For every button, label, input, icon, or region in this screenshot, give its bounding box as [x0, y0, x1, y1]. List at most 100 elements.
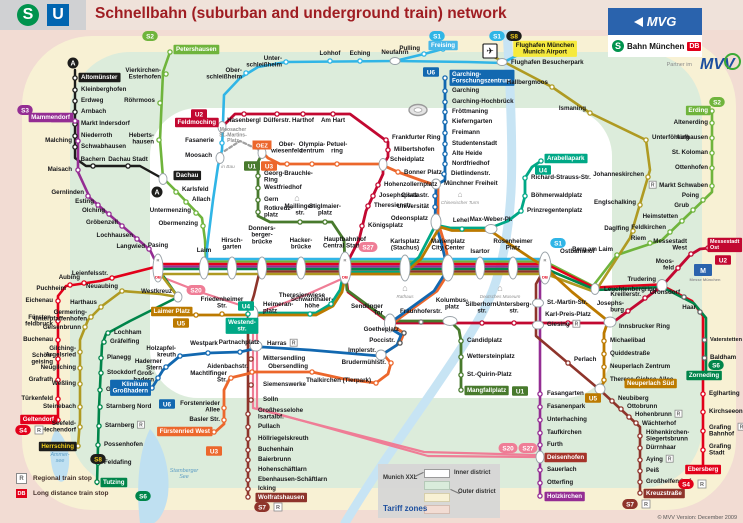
station-josephsplatz — [370, 193, 376, 199]
station-label-westfriedhof: Westfriedhof — [264, 184, 303, 191]
station-harras — [249, 340, 263, 352]
station-label-bruderm-hlstr: Brudermühlstr. — [342, 359, 387, 366]
station-fraunhoferstr — [418, 319, 424, 325]
station-label-garching: Garching — [452, 87, 479, 94]
station-label-mittersendling: Mittersendling — [263, 355, 306, 362]
station-moosach — [215, 152, 225, 164]
station-frankfurter-ring — [383, 137, 389, 143]
station-label-eching: Eching — [350, 50, 371, 57]
station-label-ostbahnhof: Ostbahnhof — [560, 248, 596, 255]
station-milbertshofen — [385, 147, 391, 153]
station-label-eichenau: Eichenau — [25, 297, 53, 304]
station-label-d-lferstr: Dülferstr. — [263, 117, 290, 124]
station-label-fraunhoferstr: Fraunhoferstr. — [400, 308, 442, 315]
station-max-weber-pl — [484, 224, 498, 234]
station-goetheplatz — [401, 330, 407, 336]
station-altom-nster — [72, 75, 78, 81]
station-label-fasanenpark: Fasanenpark — [547, 403, 586, 410]
badge-label: U6 — [427, 69, 436, 76]
station-label-maisach: Maisach — [48, 166, 73, 173]
station-am-hart — [330, 111, 336, 117]
terminus-box-garching-forschungszentrum — [449, 69, 515, 86]
badge-label: U1 — [516, 388, 525, 395]
station-label-donners-berger-br-cke: Donners-berger-brücke — [248, 225, 275, 245]
beyond-swatch — [424, 505, 450, 514]
station-label-partnachplatz: Partnachplatz — [219, 339, 260, 346]
station-label-stockdorf: Stockdorf — [107, 369, 137, 376]
station-label-thalkirchen-tierpark: Thalkirchen (Tierpark) — [306, 377, 371, 384]
station-label-seefeld-hechendorf: Seefeld-Hechendorf — [42, 420, 77, 434]
station-label-trudering: Trudering — [627, 276, 656, 283]
outer-district-swatch-green — [424, 481, 450, 490]
terminus-box-westend-str — [225, 317, 259, 334]
station-poing — [700, 197, 706, 203]
station-label-otterfing: Otterfing — [547, 479, 573, 486]
tariff-zones-legend: Munich XXL Inner district Outer district… — [378, 464, 500, 518]
station-bachern — [90, 163, 96, 169]
regional-icon: R — [544, 258, 547, 263]
station-karlsplatz-stachus — [399, 254, 411, 282]
station-label-freimann: Freimann — [452, 129, 480, 136]
station-eching — [357, 58, 363, 64]
station-label-olympia-zentrum: Olympia-zentrum — [299, 141, 325, 155]
station-heberts-hausen — [156, 137, 162, 143]
station-leuchtenbergring — [590, 283, 600, 295]
station-label-starnberg: Starnberg — [105, 422, 134, 429]
station-johanneskirchen — [645, 174, 651, 180]
station-unterhaching — [537, 417, 543, 423]
station-siemenswerke — [248, 382, 254, 388]
station-label-puchheim: Puchheim — [36, 285, 66, 292]
station-dietlindenstr — [441, 171, 447, 177]
regional-icon — [737, 422, 743, 431]
station-westfriedhof — [255, 185, 261, 191]
station-label-freising: Freising — [431, 42, 455, 49]
page-title: Schnellbahn (suburban and underground tr… — [95, 5, 507, 22]
station-label-fasangarten: Fasangarten — [547, 390, 584, 397]
station-label-max-weber-pl: Max-Weber-Pl. — [470, 216, 513, 223]
station-label-kirchseeon: Kirchseeon — [709, 408, 743, 415]
badge-label: S20 — [502, 445, 514, 452]
station-we-ling — [77, 381, 83, 387]
messe-icon-letter: M — [700, 268, 706, 275]
station-maisach — [75, 167, 81, 173]
station-label-esting: Esting — [75, 198, 94, 205]
station-puchheim — [67, 282, 73, 288]
db-icon: DB — [155, 275, 161, 280]
station-d-rrnhaar — [637, 445, 643, 451]
badge-s7 — [254, 502, 270, 512]
station-ebenhausen-sch-ftlarn — [245, 477, 251, 483]
badge-label: S8 — [94, 456, 102, 463]
badge-label: S1 — [493, 33, 501, 40]
station-label-lohhof: Lohhof — [320, 50, 342, 57]
badge-u2 — [715, 255, 731, 265]
station-garching-forschungszentrum — [442, 75, 448, 81]
station-hohensch-ftlarn — [245, 467, 251, 473]
station-label-r-hrmoos: Röhrmoos — [124, 97, 155, 104]
terminus-box-kreuzstra-e — [643, 488, 685, 499]
tariff-zones-title: Tariff zones — [383, 504, 428, 513]
badge-s27 — [358, 242, 378, 252]
station-poccistr — [397, 340, 403, 346]
station-label-heberts-hausen: Heberts-hausen — [129, 132, 154, 146]
station-petershausen — [167, 49, 173, 55]
station-label-planegg: Planegg — [107, 354, 131, 361]
station-label-hasenbergl: Hasenbergl — [227, 117, 261, 124]
sbahn-circle-icon: S — [612, 40, 624, 52]
station-hohenzollernplatz — [375, 182, 381, 188]
station-label-pulling: Pulling — [399, 45, 420, 52]
terminus-box-herrsching — [38, 441, 77, 452]
station-quiddestra-e — [601, 351, 607, 357]
station-fasanerie — [219, 140, 225, 146]
station-label-obersendling: Obersendling — [268, 363, 308, 370]
station-label-feldafing: Feldafing — [104, 459, 132, 466]
station-label-rotkreuz-platz: Rotkreuz-platz — [264, 205, 293, 219]
terminus-box-freising — [428, 40, 458, 51]
note-: ⌂ — [294, 193, 299, 203]
station-sauerlach — [537, 467, 543, 473]
station-label-f-rstenried-west: Fürstenried West — [160, 428, 210, 435]
station-label-st-koloman: St. Koloman — [672, 149, 708, 156]
